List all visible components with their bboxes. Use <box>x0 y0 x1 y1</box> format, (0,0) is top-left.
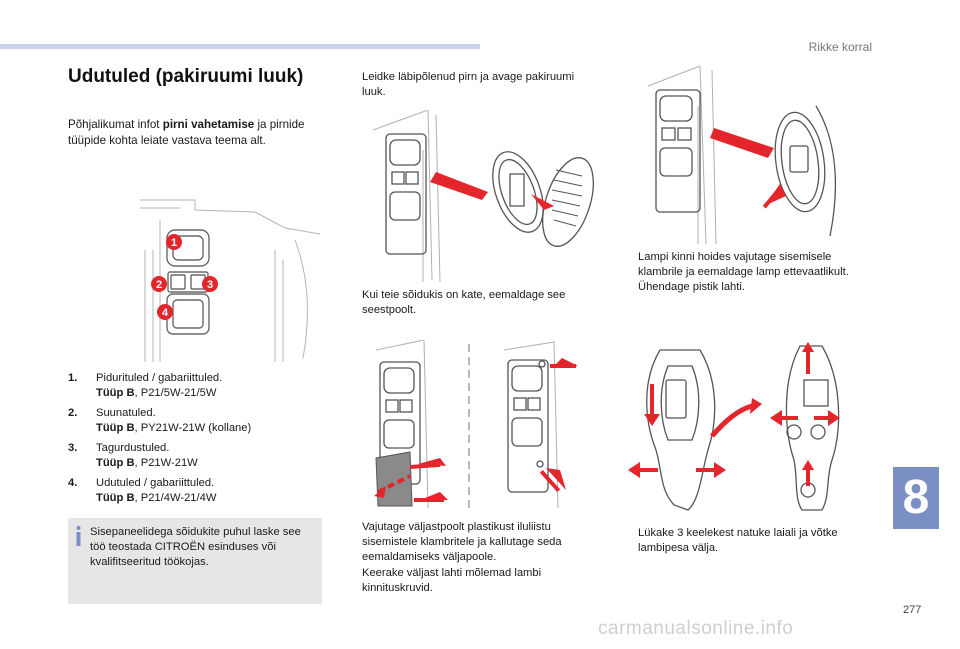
intro-suffix: ja pirnide tüüpide kohta leiate vastava … <box>68 118 305 147</box>
intro-bold: pirni vahetamise <box>162 118 255 131</box>
callout-1: 1 <box>171 237 177 249</box>
lamp-removal-illustration <box>647 66 837 245</box>
item-name: Suunatuled. <box>96 407 156 419</box>
step-7-text: Lükake 3 keelekest natuke laiali ja võtk… <box>638 527 838 554</box>
rear-lamp-cluster-illustration: 1 2 3 4 <box>140 199 321 362</box>
item-type-value: , P21W-21W <box>134 457 198 469</box>
item-name: Udutuled / gabariittuled. <box>96 477 215 489</box>
step-5: Lampi kinni hoides vajutage sisemisele k… <box>622 250 878 280</box>
item-type-value: , P21/5W-21/5W <box>134 387 217 399</box>
page-number: 277 <box>903 604 922 616</box>
checkbox-icon <box>622 526 638 556</box>
callout-2: 2 <box>156 279 162 291</box>
checkbox-icon <box>346 566 362 596</box>
watermark: carmanualsonline.info <box>598 618 794 639</box>
step-3: Vajutage väljastpoolt plastikust iluliis… <box>346 520 596 565</box>
item-type-value: , PY21W-21W (kollane) <box>134 422 252 434</box>
info-note-text: Sisepaneelidega sõidukite puhul laske se… <box>90 526 301 568</box>
item-type-value: , P21/4W-21/4W <box>134 492 217 504</box>
item-name: Tagurdustuled. <box>96 442 170 454</box>
callout-4: 4 <box>162 307 169 319</box>
item-name: Pidurituled / gabariittuled. <box>96 372 223 384</box>
step-4-text: Keerake väljast lahti mõlemad lambi kinn… <box>362 567 542 594</box>
step-1: Leidke läbipõlenud pirn ja avage pakiruu… <box>346 70 596 100</box>
trunk-lamp-open-illustration <box>372 110 594 283</box>
step-2: Kui teie sõidukis on kate, eemaldage see… <box>346 288 596 318</box>
checkbox-icon <box>346 288 362 318</box>
list-item: 4. Udutuled / gabariittuled. Tüüp B, P21… <box>68 476 323 506</box>
list-item: 2. Suunatuled. Tüüp B, PY21W-21W (kollan… <box>68 406 323 436</box>
intro-prefix: Põhjalikumat infot <box>68 118 163 131</box>
intro-paragraph: Põhjalikumat infot pirni vahetamise ja p… <box>68 117 323 149</box>
checkbox-icon <box>346 70 362 100</box>
step-5-text: Lampi kinni hoides vajutage sisemisele k… <box>638 251 849 278</box>
item-type-label: Tüüp B <box>96 492 135 504</box>
checkbox-icon <box>622 250 638 280</box>
item-number: 4. <box>68 477 78 489</box>
item-number: 1. <box>68 372 78 384</box>
checkbox-icon <box>346 520 362 565</box>
step-3-text: Vajutage väljastpoolt plastikust iluliis… <box>362 521 562 563</box>
list-item: 1. Pidurituled / gabariittuled. Tüüp B, … <box>68 371 323 401</box>
info-icon <box>76 526 81 546</box>
lamp-holder-illustration <box>628 342 840 511</box>
item-number: 3. <box>68 442 78 454</box>
checkbox-icon <box>622 280 638 295</box>
info-note: Sisepaneelidega sõidukite puhul laske se… <box>68 518 322 604</box>
step-4: Keerake väljast lahti mõlemad lambi kinn… <box>346 566 596 596</box>
step-1-text: Leidke läbipõlenud pirn ja avage pakiruu… <box>362 71 575 98</box>
header-rule <box>0 44 480 49</box>
step-6-text: Ühendage pistik lahti. <box>638 281 745 293</box>
list-item: 3. Tagurdustuled. Tüüp B, P21W-21W <box>68 441 323 471</box>
item-type-label: Tüüp B <box>96 387 135 399</box>
item-number: 2. <box>68 407 78 419</box>
section-header: Rikke korral <box>808 40 872 54</box>
step-7: Lükake 3 keelekest natuke laiali ja võtk… <box>622 526 878 556</box>
step-6: Ühendage pistik lahti. <box>622 280 878 295</box>
chapter-tab: 8 <box>893 467 939 529</box>
parts-list: 1. Pidurituled / gabariittuled. Tüüp B, … <box>68 371 323 511</box>
page-title: Udutuled (pakiruumi luuk) <box>68 66 304 87</box>
item-type-label: Tüüp B <box>96 422 135 434</box>
trim-and-screws-illustration <box>374 340 578 509</box>
callout-3: 3 <box>207 279 213 291</box>
step-2-text: Kui teie sõidukis on kate, eemaldage see… <box>362 289 566 316</box>
item-type-label: Tüüp B <box>96 457 135 469</box>
